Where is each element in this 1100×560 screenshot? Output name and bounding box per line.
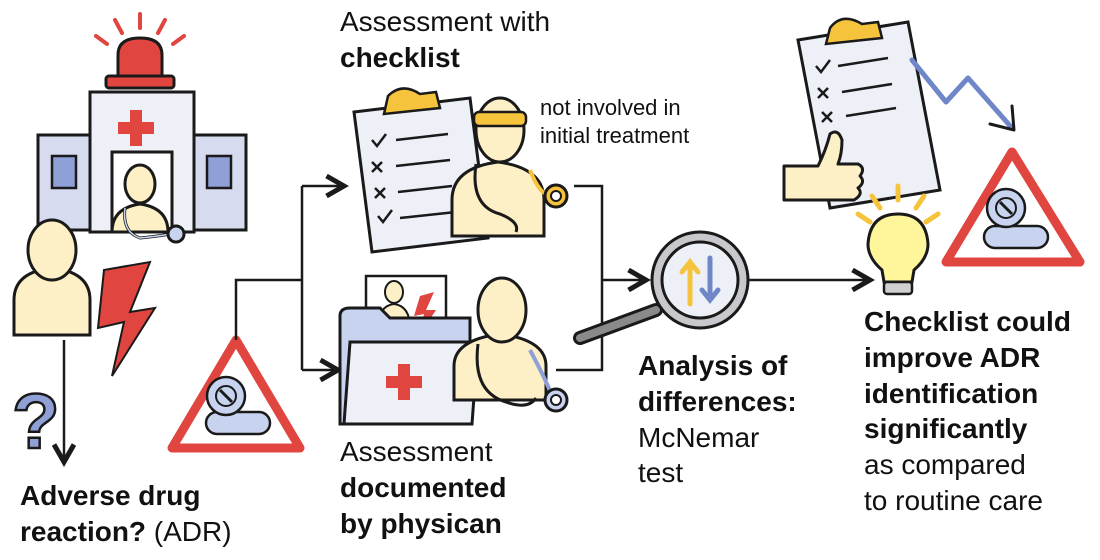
adr-abbreviation: (ADR)	[146, 515, 232, 547]
analysis-line1: Analysis of	[638, 350, 788, 381]
physician-title-line2: documented	[340, 471, 507, 503]
analysis-line3: McNemar	[638, 421, 760, 453]
analysis-label: Analysis of differences: McNemar test	[638, 348, 797, 491]
physician-doctor-icon	[452, 276, 569, 413]
result-line6: to routine care	[864, 485, 1043, 517]
physician-title-line3: by physican	[340, 507, 502, 539]
result-line4: significantly	[864, 413, 1028, 445]
result-line5: as compared	[864, 449, 1026, 481]
result-line2: improve ADR	[864, 341, 1041, 373]
analysis-line4: test	[638, 457, 684, 489]
trend-arrow-icon	[909, 57, 1015, 131]
not-involved-note: not involved in initial treatment	[540, 94, 689, 150]
siren-icon	[94, 12, 186, 90]
checklist-title: Assessment with checklist	[340, 4, 550, 76]
not-involved-line2: initial treatment	[540, 123, 690, 149]
hospital-icon	[36, 90, 248, 234]
warning-pill-icon	[167, 335, 305, 453]
physician-title: Assessment documented by physican	[340, 434, 506, 541]
svg-text:?: ?	[12, 377, 60, 465]
analysis-line2: differences:	[638, 385, 797, 417]
checklist-title-line1: Assessment with	[340, 6, 551, 37]
checklist-title-line2: checklist	[340, 41, 460, 73]
result-line1: Checklist could	[864, 306, 1071, 337]
result-label: Checklist could improve ADR identificati…	[864, 304, 1071, 519]
adr-question-line2: reaction?	[20, 515, 147, 547]
medical-folder-icon	[338, 274, 480, 426]
magnifier-icon	[573, 230, 750, 345]
question-mark-icon: ?	[11, 376, 61, 467]
physician-title-line1: Assessment	[340, 436, 493, 467]
adr-question-label: Adverse drug reaction? (ADR)	[20, 478, 232, 550]
flow-connectors	[234, 186, 870, 370]
checklist-doctor-icon	[450, 96, 569, 238]
result-line3: identification	[864, 377, 1039, 409]
thumbs-up-icon	[782, 130, 865, 202]
lightning-icon	[96, 260, 158, 377]
not-involved-line1: not involved in	[540, 95, 681, 120]
lightbulb-icon	[855, 183, 941, 296]
adr-question-line1: Adverse drug	[20, 480, 201, 511]
patient-icon	[12, 218, 92, 337]
result-warning-pill-icon	[941, 147, 1085, 267]
doctor-icon	[110, 163, 186, 244]
